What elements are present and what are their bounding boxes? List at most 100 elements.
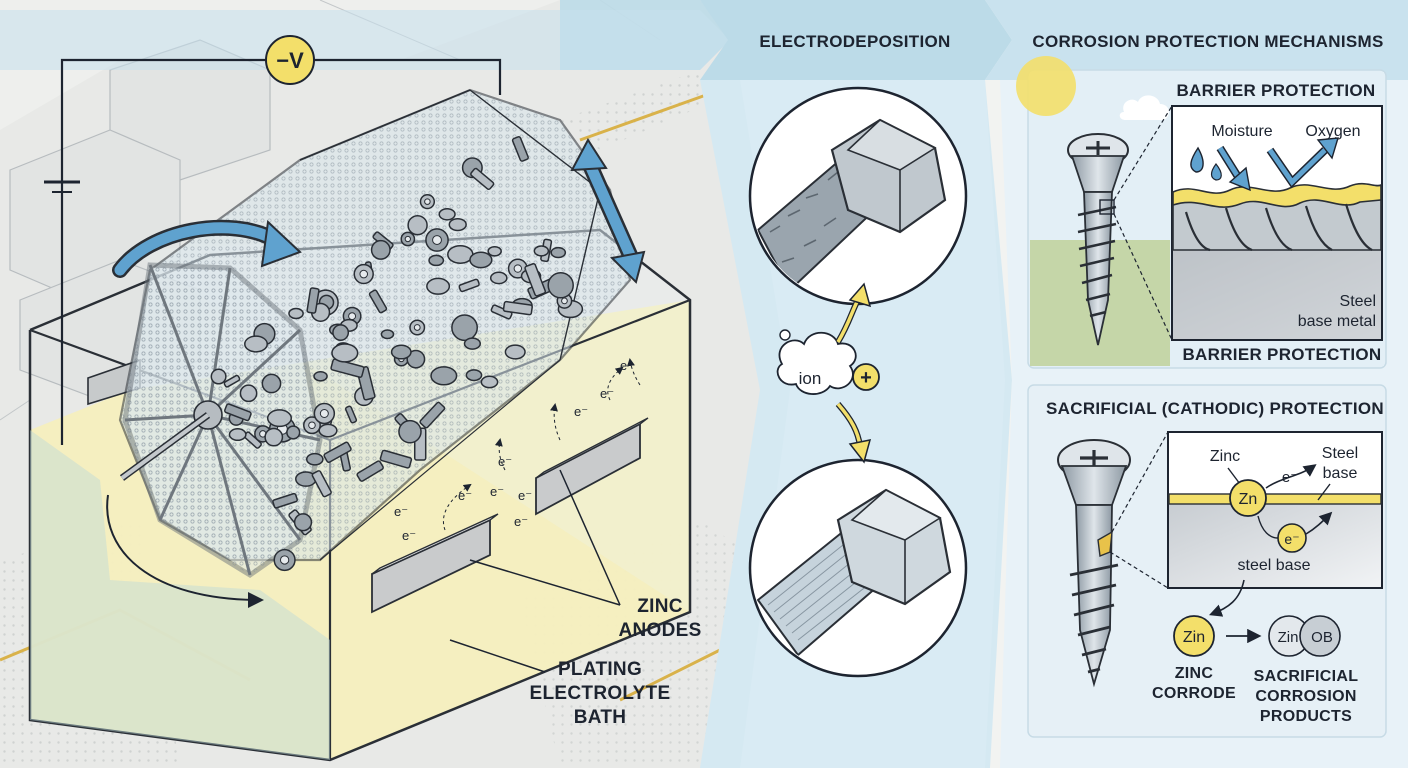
fastener: [344, 405, 358, 424]
fastener: [228, 428, 247, 442]
fastener: [323, 441, 352, 463]
fastener: [447, 244, 474, 264]
fastener-hole: [404, 235, 411, 243]
electron-flow-arrow: [494, 438, 506, 471]
fastener: [266, 409, 293, 428]
rotation-arrows: [106, 138, 646, 608]
fastener: [380, 329, 395, 340]
fastener-hole: [513, 264, 523, 273]
bath-label-line1: PLATING: [558, 659, 642, 680]
fastener: [547, 271, 574, 299]
ion-process: ion +: [776, 282, 880, 464]
bath-label-line3: BATH: [574, 707, 627, 728]
fastener: [288, 307, 304, 320]
header-electrodeposition: ELECTRODEPOSITION: [759, 32, 950, 51]
fastener: [430, 366, 458, 386]
fastener: [331, 343, 359, 363]
fastener: [318, 423, 338, 438]
fastener: [451, 314, 479, 342]
electron-label: e⁻: [574, 404, 588, 419]
barrier-screw: [1067, 105, 1173, 346]
fastener: [463, 337, 481, 350]
fastener: [330, 358, 365, 378]
zin-label: Zin: [1183, 629, 1205, 646]
fastener-hole: [432, 235, 442, 245]
fastener: [489, 271, 508, 285]
fastener-hole: [413, 324, 421, 331]
barrier-protection: BARRIER PROTECTION Moisture Oxygen Steel…: [1016, 56, 1384, 366]
fastener: [504, 344, 526, 360]
electron-label: e⁻: [600, 386, 614, 401]
fastener-hole: [359, 269, 369, 279]
fastener: [458, 278, 480, 293]
fastener: [470, 167, 495, 191]
fastener: [286, 425, 301, 440]
barrel-fasteners: [210, 136, 584, 572]
zinc-label: Zinc: [1210, 448, 1240, 465]
zin-corrosion-label: Zin: [1278, 629, 1299, 646]
barrier-title-bottom: BARRIER PROTECTION: [1182, 345, 1381, 364]
fastener: [356, 460, 384, 482]
fastener: [533, 245, 550, 257]
fastener: [419, 401, 446, 429]
electron-label: e⁻: [458, 488, 472, 503]
fastener: [332, 324, 350, 341]
fastener: [210, 368, 227, 385]
fastener: [511, 136, 529, 162]
ob-label: OB: [1311, 629, 1333, 646]
fastener: [306, 287, 320, 314]
fastener-hole: [348, 312, 357, 321]
sac-electron-circle: e⁻: [1284, 531, 1299, 547]
fastener: [428, 254, 445, 267]
fastener: [239, 384, 258, 403]
fastener: [406, 349, 426, 369]
voltage-label: −V: [276, 48, 304, 73]
fastener: [398, 419, 422, 444]
fastener: [368, 289, 388, 314]
fastener: [293, 513, 313, 532]
bolt-after-circle: [748, 458, 968, 678]
electron-flow-arrow: [626, 358, 641, 386]
fastener: [264, 427, 284, 447]
fastener: [448, 217, 467, 232]
fastener: [261, 373, 282, 394]
steel-base-label-line2: base: [1323, 465, 1358, 482]
fastener-hole: [308, 421, 316, 430]
bath-electrons: e⁻e⁻e⁻e⁻e⁻e⁻e⁻e⁻e⁻e⁻: [394, 358, 641, 543]
fastener: [370, 239, 391, 260]
fastener: [438, 208, 456, 221]
ion-label: ion: [799, 369, 822, 388]
fastener: [272, 492, 298, 509]
fastener: [465, 369, 483, 382]
plus-sign: +: [860, 367, 872, 389]
fastener: [550, 246, 567, 259]
electron-label: e⁻: [514, 514, 528, 529]
electron-label: e⁻: [394, 504, 408, 519]
electron-label: e⁻: [402, 528, 416, 543]
fastener: [524, 263, 547, 297]
moisture-label: Moisture: [1211, 123, 1272, 140]
steel-base-label: steel base: [1238, 557, 1311, 574]
steel-label-line1: Steel: [1340, 293, 1376, 310]
electron-flow-arrow: [607, 366, 624, 401]
electron-label: e⁻: [620, 358, 634, 373]
fastener: [223, 374, 241, 388]
zinc-corrode-line1: ZINC: [1175, 665, 1214, 682]
electron-flow-arrow: [550, 403, 561, 441]
zinc-anodes: [371, 417, 649, 614]
products-line1: SACRIFICIAL: [1254, 668, 1359, 685]
fastener-hole: [319, 408, 329, 418]
zinc-corrode-line2: CORRODE: [1152, 685, 1236, 702]
electron-label: e⁻: [518, 488, 532, 503]
fastener: [244, 335, 268, 353]
header-banner: ELECTRODEPOSITION CORROSION PROTECTION M…: [0, 0, 1408, 80]
bolt-before-circle: [748, 86, 968, 306]
sacrificial-screw: [1057, 431, 1169, 688]
fastener-hole: [561, 297, 568, 305]
fastener: [313, 370, 328, 382]
zinc-anodes-label-line2: ANODES: [618, 620, 701, 641]
fastener: [390, 344, 412, 360]
fastener-hole: [424, 198, 431, 205]
zinc-anodes-label-line1: ZINC: [637, 596, 683, 617]
